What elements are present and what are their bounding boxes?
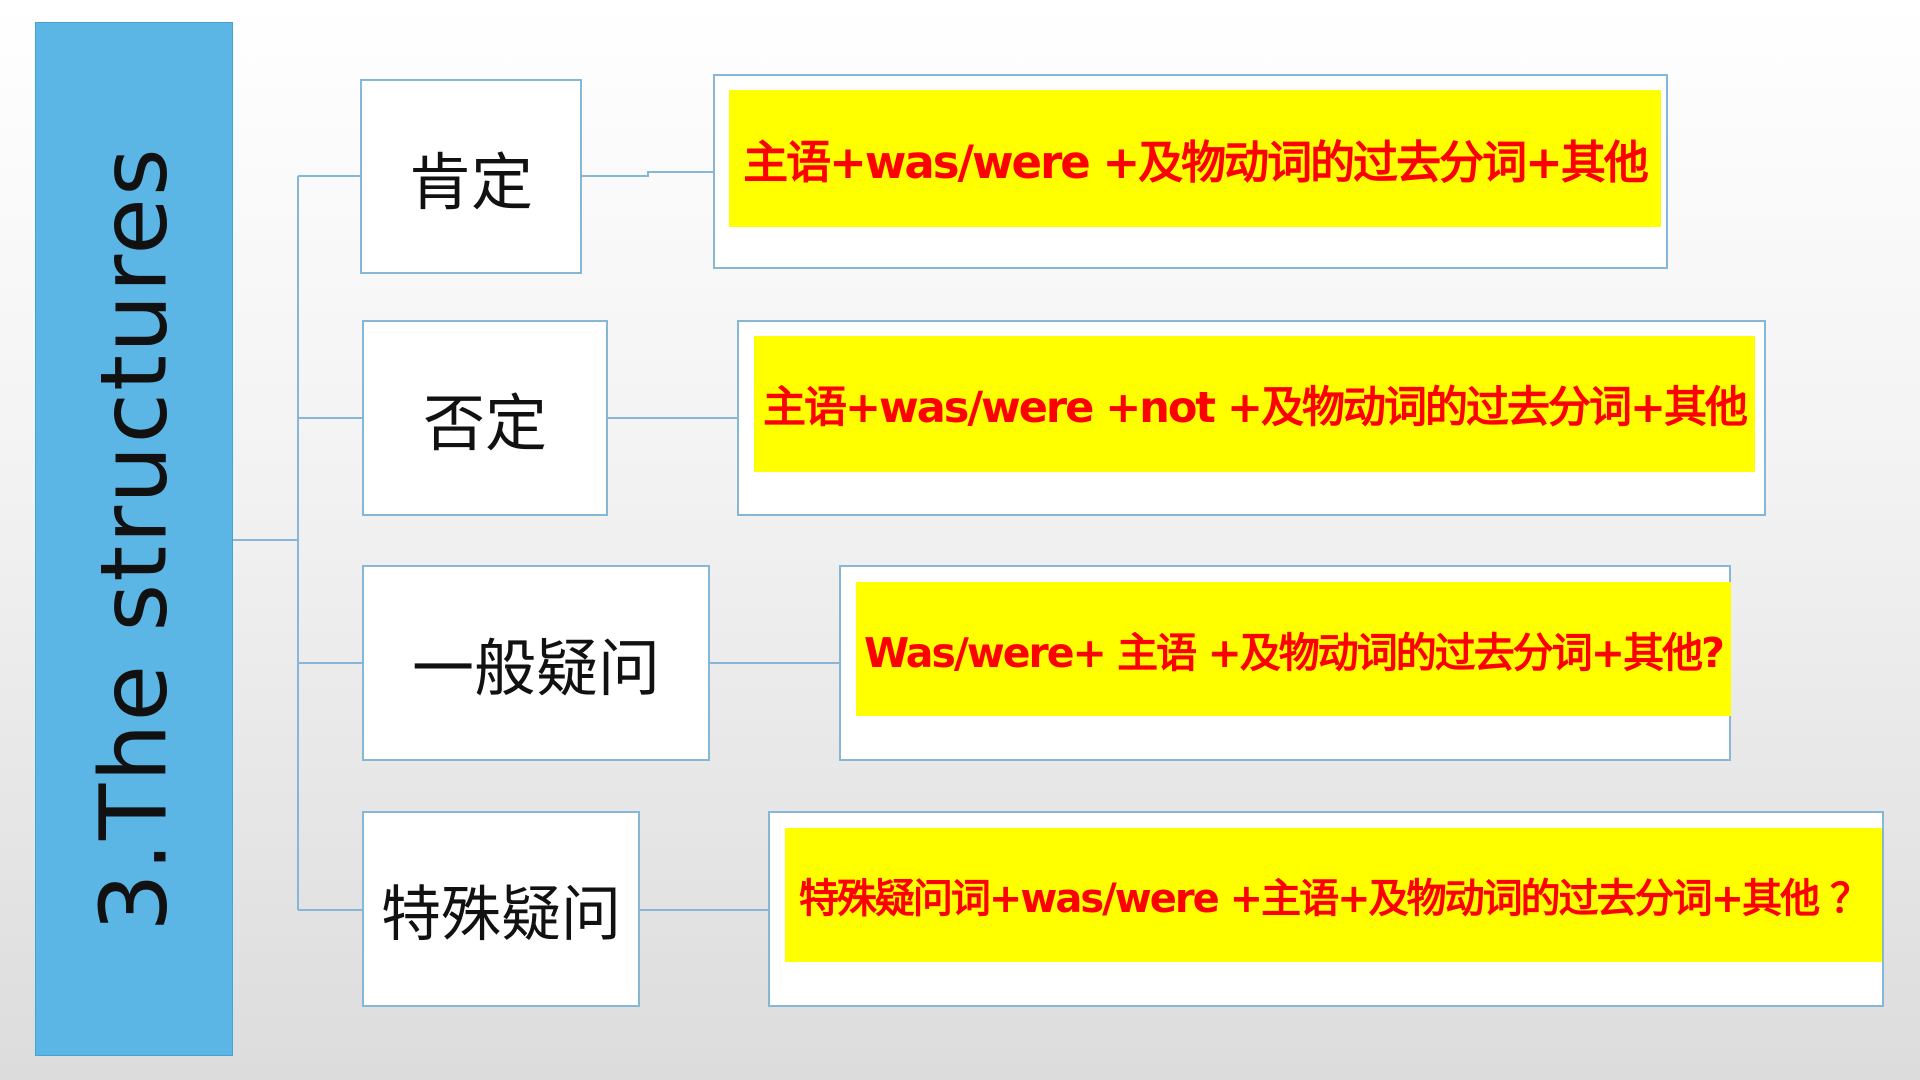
formula-highlight-negative: 主语+was/were +not +及物动词的过去分词+其他	[754, 336, 1755, 472]
label-box-affirmative: 肯定	[360, 79, 582, 274]
label-box-negative: 否定	[362, 320, 608, 516]
formula-negative: 主语+was/were +not +及物动词的过去分词+其他	[762, 383, 1748, 433]
formula-special-question: 特殊疑问词+was/were +主语+及物动词的过去分词+其他 ？	[798, 876, 1870, 922]
label-affirmative: 肯定	[408, 145, 533, 219]
label-negative: 否定	[422, 387, 547, 460]
label-special-question: 特殊疑问	[381, 879, 621, 950]
label-general-question: 一般疑问	[411, 632, 660, 705]
formula-highlight-affirmative: 主语+was/were +及物动词的过去分词+其他	[729, 90, 1661, 227]
formula-highlight-general-question: Was/were+ 主语 +及物动词的过去分词+其他?	[856, 582, 1731, 716]
formula-box-general-question: Was/were+ 主语 +及物动词的过去分词+其他?	[839, 565, 1731, 761]
link-line-1	[582, 171, 713, 177]
formula-affirmative: 主语+was/were +及物动词的过去分词+其他	[743, 136, 1649, 189]
formula-general-question: Was/were+ 主语 +及物动词的过去分词+其他?	[864, 629, 1725, 677]
formula-box-affirmative: 主语+was/were +及物动词的过去分词+其他	[713, 74, 1668, 269]
slide-title: 3.The structures	[80, 146, 188, 932]
formula-box-negative: 主语+was/were +not +及物动词的过去分词+其他	[737, 320, 1766, 516]
title-bar: 3.The structures	[35, 22, 233, 1056]
formula-box-special-question: 特殊疑问词+was/were +主语+及物动词的过去分词+其他 ？	[768, 811, 1884, 1007]
label-box-general-question: 一般疑问	[362, 565, 710, 761]
label-box-special-question: 特殊疑问	[362, 811, 640, 1007]
formula-highlight-special-question: 特殊疑问词+was/were +主语+及物动词的过去分词+其他 ？	[785, 828, 1882, 962]
